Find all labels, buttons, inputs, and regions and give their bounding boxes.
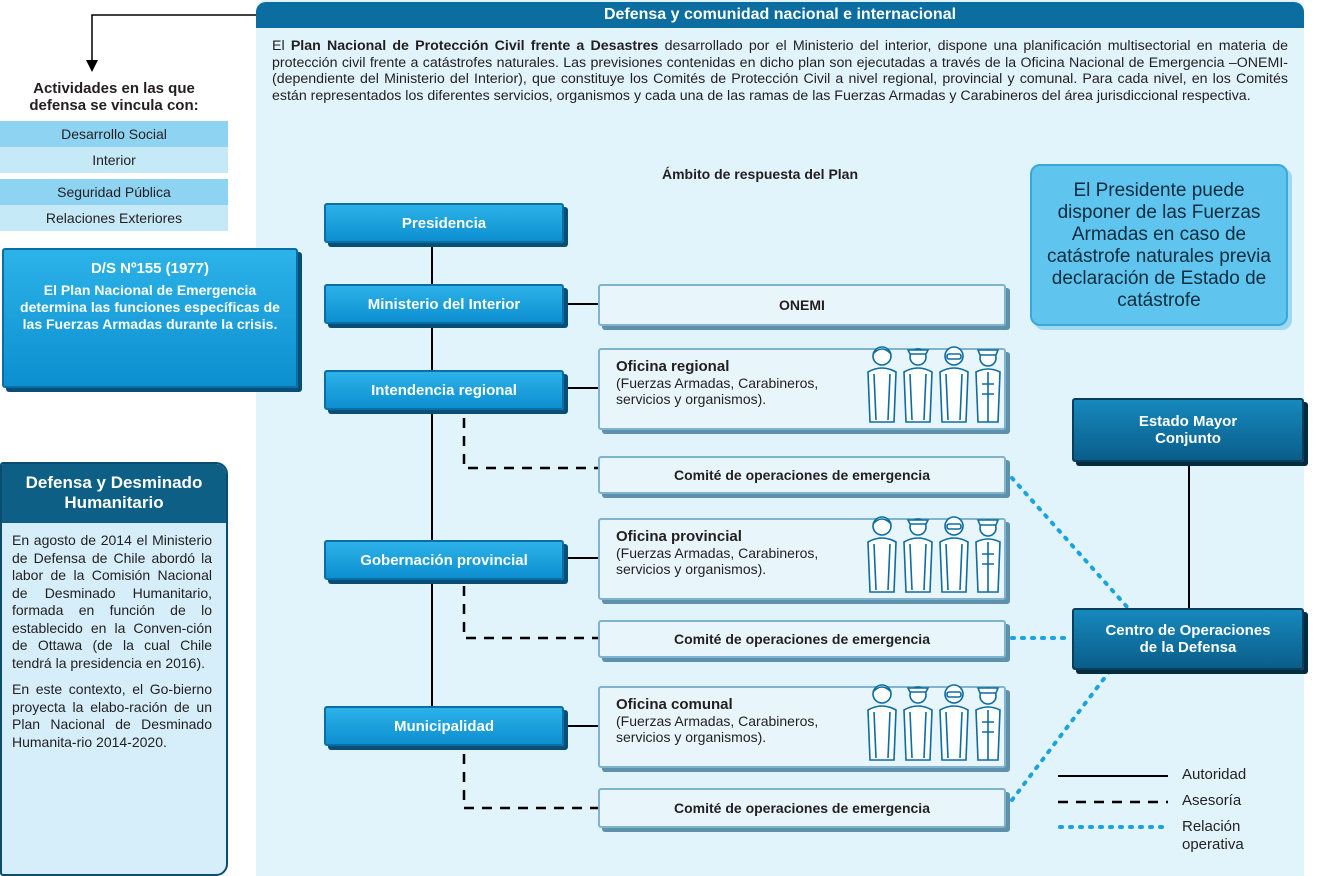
node-estado-mayor-conjunto: Estado Mayor Conjunto bbox=[1072, 398, 1304, 462]
airman-figure-icon bbox=[939, 516, 969, 593]
actividad-item: Interior bbox=[0, 147, 228, 173]
estado-mayor-line2: Conjunto bbox=[1155, 430, 1221, 447]
node-intendencia-regional: Intendencia regional bbox=[324, 370, 564, 410]
actividad-item: Desarrollo Social bbox=[0, 121, 228, 147]
soldier-figure-icon bbox=[867, 346, 897, 423]
operational-line-regional bbox=[1010, 476, 1130, 610]
legend-asesoria: Asesoría bbox=[1182, 792, 1242, 809]
actividades-title: Actividades en las que defensa se vincul… bbox=[0, 80, 228, 114]
main-header: Defensa y comunidad nacional e internaci… bbox=[256, 2, 1304, 28]
actividades-title-line2: defensa se vincula con: bbox=[29, 97, 199, 114]
legend-autoridad: Autoridad bbox=[1182, 766, 1247, 783]
office-line: servicios y organismos). bbox=[616, 561, 767, 577]
decree-text: El Plan Nacional de Emergencia determina… bbox=[20, 282, 280, 332]
police-figure-icon bbox=[975, 687, 1001, 761]
desminado-box: Defensa y Desminado Humanitario En agost… bbox=[0, 462, 228, 876]
operational-line-comunal bbox=[1010, 666, 1114, 802]
office-line: (Fuerzas Armadas, Carabineros, bbox=[616, 375, 819, 391]
centro-line2: de la Defensa bbox=[1139, 639, 1237, 656]
office-regional: Oficina regional (Fuerzas Armadas, Carab… bbox=[598, 348, 1006, 430]
desminado-title: Defensa y Desminado Humanitario bbox=[2, 464, 226, 523]
office-provincial: Oficina provincial (Fuerzas Armadas, Car… bbox=[598, 518, 1006, 600]
decree-title: D/S Nº155 (1977) bbox=[90, 260, 210, 277]
actividades-title-line1: Actividades en las que bbox=[33, 80, 195, 97]
personnel-figures-icon bbox=[864, 514, 1008, 594]
police-figure-icon bbox=[975, 519, 1001, 593]
legend-relacion: Relación operativa bbox=[1182, 818, 1244, 854]
intro-bold: Plan Nacional de Protección Civil frente… bbox=[290, 38, 659, 54]
airman-figure-icon bbox=[939, 684, 969, 761]
diagram-title: Ámbito de respuesta del Plan bbox=[661, 166, 859, 182]
office-comunal: Oficina comunal (Fuerzas Armadas, Carabi… bbox=[598, 686, 1006, 768]
advisory-line-comunal bbox=[462, 754, 598, 810]
police-figure-icon bbox=[975, 349, 1001, 423]
personnel-figures-icon bbox=[864, 344, 1008, 424]
node-municipalidad: Municipalidad bbox=[324, 706, 564, 746]
office-line: (Fuerzas Armadas, Carabineros, bbox=[616, 545, 819, 561]
decree-box: D/S Nº155 (1977) El Plan Nacional de Eme… bbox=[2, 248, 298, 388]
comite-provincial: Comité de operaciones de emergencia bbox=[598, 620, 1006, 658]
soldier-figure-icon bbox=[867, 684, 897, 761]
sailor-figure-icon bbox=[903, 518, 933, 593]
advisory-line-regional bbox=[462, 418, 598, 470]
personnel-figures-icon bbox=[864, 682, 1008, 762]
node-onemi: ONEMI bbox=[598, 284, 1006, 326]
office-title: Oficina regional bbox=[616, 358, 730, 375]
sailor-figure-icon bbox=[903, 686, 933, 761]
presidente-note: El Presidente puede disponer de las Fuer… bbox=[1030, 164, 1288, 326]
intro-text: desarrollado por el Ministerio del inter… bbox=[272, 38, 1288, 104]
office-title: Oficina comunal bbox=[616, 696, 733, 713]
desminado-paragraph: En este contexto, el Go-bierno proyecta … bbox=[12, 681, 212, 750]
node-presidencia: Presidencia bbox=[324, 203, 564, 243]
node-centro-operaciones-defensa: Centro de Operaciones de la Defensa bbox=[1072, 608, 1304, 670]
header-arrow-head bbox=[86, 60, 98, 72]
soldier-figure-icon bbox=[867, 516, 897, 593]
intro-prefix: El bbox=[272, 38, 291, 54]
office-line: servicios y organismos). bbox=[616, 729, 767, 745]
office-title: Oficina provincial bbox=[616, 528, 742, 545]
header-arrow-line bbox=[91, 14, 256, 62]
actividad-item: Seguridad Pública bbox=[0, 179, 228, 205]
office-line: servicios y organismos). bbox=[616, 391, 767, 407]
sailor-figure-icon bbox=[903, 348, 933, 423]
comite-comunal: Comité de operaciones de emergencia bbox=[598, 788, 1006, 828]
advisory-line-provincial bbox=[462, 586, 598, 640]
centro-line1: Centro de Operaciones bbox=[1105, 622, 1271, 639]
airman-figure-icon bbox=[939, 346, 969, 423]
desminado-paragraph: En agosto de 2014 el Ministerio de Defen… bbox=[12, 532, 212, 671]
node-gobernacion-provincial: Gobernación provincial bbox=[324, 540, 564, 580]
office-line: (Fuerzas Armadas, Carabineros, bbox=[616, 713, 819, 729]
estado-mayor-line1: Estado Mayor bbox=[1138, 413, 1238, 430]
legend-relacion-line1: Relación bbox=[1182, 818, 1241, 835]
node-ministerio-interior: Ministerio del Interior bbox=[324, 284, 564, 324]
comite-regional: Comité de operaciones de emergencia bbox=[598, 456, 1006, 494]
intro-paragraph: El Plan Nacional de Protección Civil fre… bbox=[272, 38, 1288, 104]
actividad-item: Relaciones Exteriores bbox=[0, 205, 228, 231]
legend-relacion-line2: operativa bbox=[1182, 836, 1244, 853]
